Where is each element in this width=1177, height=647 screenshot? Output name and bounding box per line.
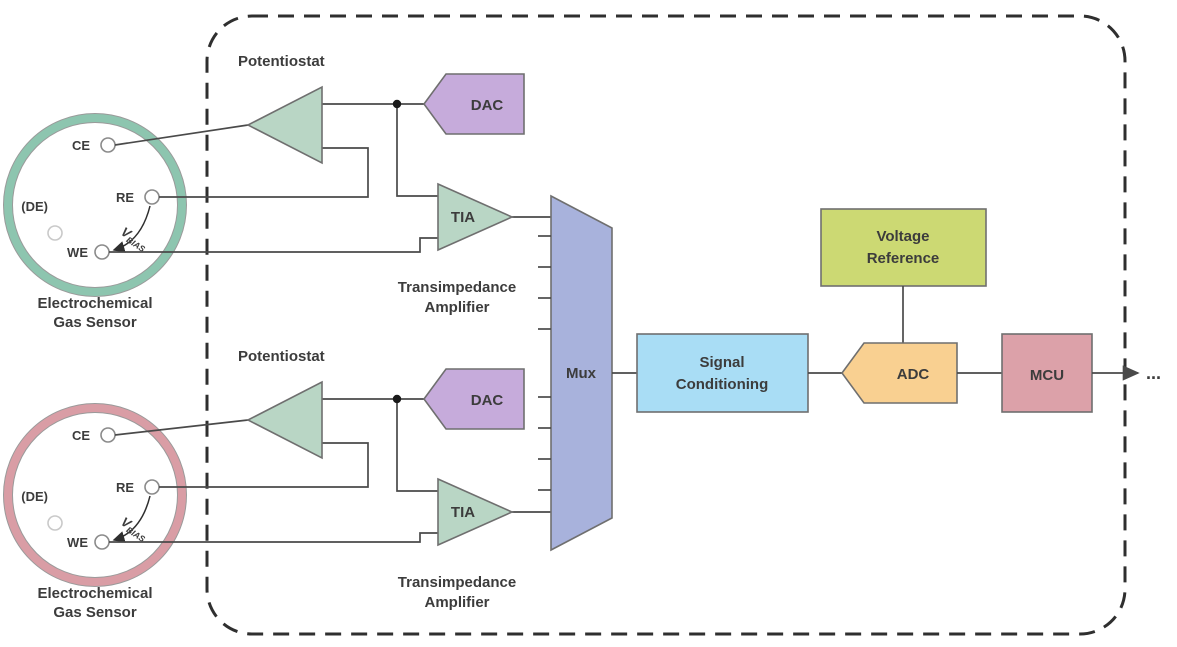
ce-electrode-pin [100,137,116,153]
wire-re-bottom [159,442,369,488]
electrochemical-gas-sensor-bottom: CE (DE) RE WE VBIAS Electrochemical Gas … [3,403,187,621]
sensor-ring-top [3,113,187,297]
ce-label: CE [72,428,90,443]
sensor-ring-outline [12,412,178,578]
ce-electrode-pin [100,427,116,443]
voltage-reference-shape [820,208,987,287]
wire-ce-bottom [114,419,249,436]
de-electrode-pin [47,515,63,531]
wire-we-top [109,237,438,253]
tia-block-bottom: TIA Transimpedance Amplifier [398,477,516,611]
mux-block: Mux [538,194,613,552]
ce-label: CE [72,138,90,153]
electrochemical-gas-sensor-top: CE (DE) RE WE VBIAS Electrochemical Gas … [3,113,187,331]
wire-re-top [159,147,369,198]
potentiostat-bottom: Potentiostat [238,348,325,460]
mux-label: Mux [566,365,597,382]
voltage-reference-line2: Reference [867,250,940,267]
de-label: (DE) [21,199,48,214]
wires-top-channel [109,99,551,253]
we-electrode-pin [94,534,110,550]
tia-caption-line2: Amplifier [424,594,489,611]
vbias-arrow [112,205,151,253]
we-label: WE [67,245,88,260]
mcu-shape [1001,333,1093,413]
tia-shape [437,182,514,252]
sensor-ring-outline [3,403,187,587]
tia-caption-line1: Transimpedance [398,574,516,591]
sensor-caption-line1: Electrochemical [37,585,152,602]
signal-conditioning-line2: Conditioning [676,376,768,393]
wire-dac-to-tia-top [396,104,438,197]
sensor-ring-outline [3,113,187,297]
tia-caption-line1: Transimpedance [398,279,516,296]
re-label: RE [116,190,134,205]
mcu-block: MCU [1001,333,1093,413]
sensor-ring-outline [12,122,178,288]
sensor-caption-line2: Gas Sensor [53,604,137,621]
signal-conditioning-block: Signal Conditioning [636,333,809,413]
sensor-ring-bottom [3,403,187,587]
signal-conditioning-line1: Signal [699,354,744,371]
sensor-caption-line1: Electrochemical [37,295,152,312]
junction-dot [392,99,402,109]
we-electrode-pin [94,244,110,260]
re-electrode-pin [144,479,160,495]
voltage-reference-block: Voltage Reference [820,208,987,287]
dac-shape [423,73,525,135]
mcu-label: MCU [1030,367,1064,384]
control-opamp [246,380,323,460]
wire-ce-top [114,124,249,146]
dac-shape [423,368,525,430]
wire-dac-to-tia-bottom [396,399,438,492]
vbias-arrow [112,495,151,543]
dac-label: DAC [471,97,504,114]
tia-label: TIA [451,209,475,226]
de-electrode-pin [47,225,63,241]
output-ellipsis: ... [1146,363,1161,383]
tia-block-top: TIA Transimpedance Amplifier [398,182,516,316]
tia-caption-line2: Amplifier [424,299,489,316]
sensor-caption-line2: Gas Sensor [53,314,137,331]
potentiostat-top: Potentiostat [238,53,325,165]
re-label: RE [116,480,134,495]
system-boundary [205,14,1127,636]
wires-bottom-channel [109,394,551,543]
dac-label: DAC [471,392,504,409]
mux-shape [550,194,613,552]
tia-shape [437,477,514,547]
wire-we-bottom [109,532,438,543]
control-opamp [246,85,323,165]
dac-block-top: DAC [423,73,525,135]
dac-block-bottom: DAC [423,368,525,430]
signal-conditioning-shape [636,333,809,413]
tia-label: TIA [451,504,475,521]
de-label: (DE) [21,489,48,504]
potentiostat-label: Potentiostat [238,348,325,365]
re-electrode-pin [144,189,160,205]
potentiostat-label: Potentiostat [238,53,325,70]
adc-block: ADC [841,342,958,404]
adc-label: ADC [897,366,930,383]
junction-dot [392,394,402,404]
we-label: WE [67,535,88,550]
voltage-reference-line1: Voltage [876,228,929,245]
